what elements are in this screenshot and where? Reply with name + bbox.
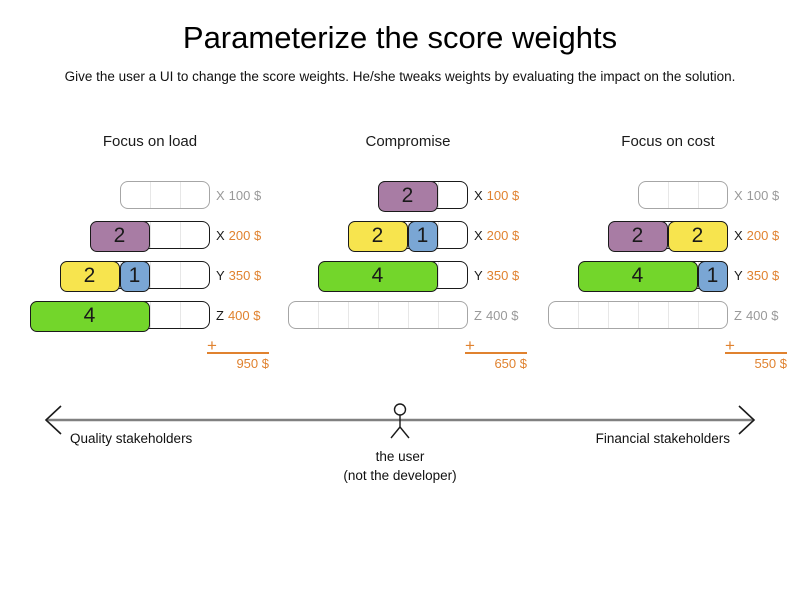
- row-price: 400 $: [485, 307, 519, 323]
- row-label: X 100 $: [474, 181, 519, 209]
- row-label: X 200 $: [474, 221, 519, 249]
- row-label: Y 350 $: [474, 261, 519, 289]
- scenario-column-focus-on-cost: Focus on cost X 100 $ 2 2 X 200 $ 4 1 Y …: [538, 125, 798, 400]
- weight-block: 2: [59, 260, 120, 292]
- weight-bar: [120, 181, 210, 209]
- row-letter: Y: [734, 267, 743, 283]
- row-price: 100 $: [486, 187, 520, 203]
- row-price: 350 $: [746, 267, 780, 283]
- row-letter: X: [734, 227, 743, 243]
- row-label: Y 350 $: [216, 261, 261, 289]
- scenario-title: Focus on load: [102, 133, 198, 150]
- weight-value: 2: [401, 184, 414, 207]
- sum-line: [207, 352, 269, 354]
- weight-value: 1: [706, 264, 719, 287]
- row-price: 200 $: [228, 227, 262, 243]
- weight-block: 4: [577, 260, 698, 292]
- weight-block: 2: [89, 220, 150, 252]
- scenario-title: Focus on cost: [621, 133, 715, 150]
- total-amount: 950 $: [236, 356, 269, 371]
- row-price: 350 $: [486, 267, 520, 283]
- user-sublabel: (not the developer): [343, 468, 457, 483]
- row-letter: Y: [216, 267, 225, 283]
- row-letter: Z: [474, 307, 482, 323]
- row-letter: Z: [216, 307, 224, 323]
- row-price: 200 $: [486, 227, 520, 243]
- plus-sign: +: [725, 336, 735, 355]
- plus-sign: +: [207, 336, 217, 355]
- weight-block: 1: [119, 260, 150, 292]
- row-price: 200 $: [746, 227, 780, 243]
- axis-label-quality-stakeholders: Quality stakeholders: [70, 431, 193, 446]
- weight-bar: 2: [89, 220, 210, 252]
- weight-value: 2: [371, 224, 384, 247]
- row-price: 350 $: [228, 267, 262, 283]
- weight-value: 4: [631, 264, 644, 287]
- weight-bar: [548, 301, 728, 329]
- weight-block: 4: [29, 300, 150, 332]
- stakeholder-axis: [44, 403, 756, 439]
- row-letter: X: [474, 227, 483, 243]
- sum-line: [725, 352, 787, 354]
- user-stick-figure-icon: [390, 403, 410, 439]
- weight-value: 2: [691, 224, 704, 247]
- weight-bar: 2 1: [347, 220, 468, 252]
- weight-bar: [638, 181, 728, 209]
- weight-bar: 4: [29, 300, 210, 332]
- row-price: 100 $: [746, 187, 780, 203]
- row-price: 400 $: [227, 307, 261, 323]
- total-amount: 650 $: [494, 356, 527, 371]
- row-price: 100 $: [228, 187, 262, 203]
- row-letter: Y: [474, 267, 483, 283]
- sum-line: [465, 352, 527, 354]
- right-arrowhead-icon: [738, 405, 756, 435]
- row-label: Z 400 $: [216, 301, 261, 329]
- weight-value: 4: [83, 304, 96, 327]
- scenario-column-compromise: Compromise 2 X 100 $ 2 1 X 200 $ 4 Y 350…: [278, 125, 538, 400]
- plus-sign: +: [465, 336, 475, 355]
- weight-bar: 2 1: [59, 260, 210, 292]
- weight-block: 2: [607, 220, 668, 252]
- weight-block: 2: [667, 220, 728, 252]
- row-label: X 200 $: [216, 221, 261, 249]
- page-title: Parameterize the score weights: [182, 20, 618, 55]
- row-label: Z 400 $: [474, 301, 519, 329]
- row-letter: X: [216, 227, 225, 243]
- weight-value: 2: [113, 224, 126, 247]
- row-label: X 100 $: [734, 181, 779, 209]
- weight-value: 4: [371, 264, 384, 287]
- weight-block: 1: [407, 220, 438, 252]
- total-amount: 550 $: [754, 356, 787, 371]
- weight-value: 1: [128, 264, 141, 287]
- row-letter: X: [216, 187, 225, 203]
- weight-value: 1: [416, 224, 429, 247]
- weight-block: 2: [347, 220, 408, 252]
- weight-bar: [288, 301, 468, 329]
- row-letter: X: [474, 187, 483, 203]
- weight-block: 2: [377, 180, 438, 212]
- weight-value: 2: [83, 264, 96, 287]
- row-letter: Z: [734, 307, 742, 323]
- scenario-column-focus-on-load: Focus on load X 100 $ 2 X 200 $ 2 1 Y 35…: [20, 125, 280, 400]
- weight-block: 4: [317, 260, 438, 292]
- row-letter: X: [734, 187, 743, 203]
- left-arrowhead-icon: [44, 405, 62, 435]
- page-subtitle: Give the user a UI to change the score w…: [64, 69, 736, 84]
- user-label: the user: [375, 449, 425, 464]
- row-price: 400 $: [745, 307, 779, 323]
- scenario-title: Compromise: [365, 133, 451, 150]
- weight-bar: 4 1: [577, 260, 728, 292]
- weight-bar: 4: [317, 260, 468, 292]
- row-label: X 200 $: [734, 221, 779, 249]
- weight-block: 1: [697, 260, 728, 292]
- axis-label-financial-stakeholders: Financial stakeholders: [595, 431, 730, 446]
- row-label: Y 350 $: [734, 261, 779, 289]
- weight-value: 2: [631, 224, 644, 247]
- weight-bar: 2: [377, 180, 468, 212]
- weight-bar: 2 2: [607, 220, 728, 252]
- row-label: Z 400 $: [734, 301, 779, 329]
- row-label: X 100 $: [216, 181, 261, 209]
